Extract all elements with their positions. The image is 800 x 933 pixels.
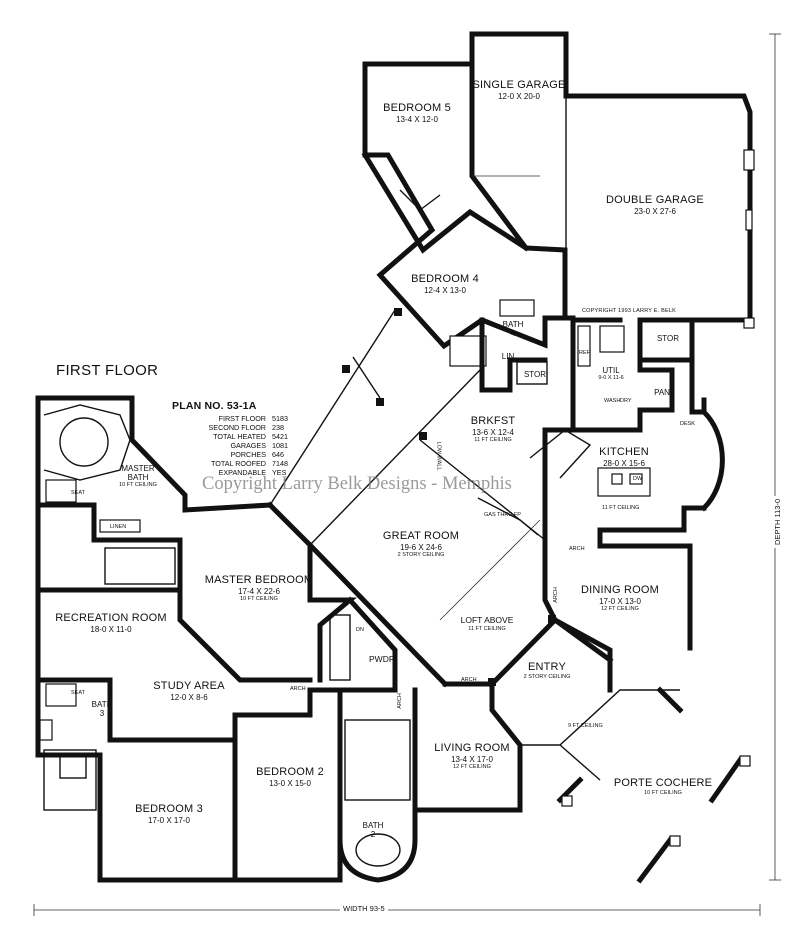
west-wing-walls [35, 587, 398, 883]
room-storage-1: STOR [523, 370, 547, 379]
stair-down-tag: DN [356, 627, 364, 633]
service-walls [529, 317, 725, 651]
room-linen-closet: LIN [501, 352, 515, 361]
refrigerator-tag: REF [579, 350, 590, 356]
arch-tag: ARCH [290, 686, 306, 692]
width-dimension: WIDTH 93-5 [340, 904, 388, 913]
fireplace-tag: GAS THRU FP [484, 512, 521, 518]
arch-tag: ARCH [396, 693, 403, 709]
arch-tag: ARCH [552, 587, 559, 603]
dishwasher-tag: DW [633, 476, 643, 482]
dimension-lines [33, 33, 781, 916]
linen-closet-label: LINEN [110, 524, 127, 530]
depth-dimension: DEPTH 113-0 [773, 495, 782, 548]
copyright-note: COPYRIGHT 1993 LARRY E. BELK [582, 308, 676, 314]
washer-tag: WASH [604, 398, 621, 404]
room-powder: PWDR [369, 654, 395, 664]
seat-tag: SEAT [71, 690, 85, 696]
low-wall-tag: LOW WALL [435, 441, 442, 471]
desk-tag: DESK [680, 421, 695, 427]
porte-cochere-columns [556, 686, 751, 884]
room-pantry: PAN [654, 388, 670, 397]
arch-tag: ARCH [569, 546, 585, 552]
master-suite-walls [35, 395, 398, 693]
dryer-tag: DRY [620, 398, 632, 404]
copyright-watermark: Copyright Larry Belk Designs - Memphis [202, 474, 512, 494]
arch-tag: ARCH [461, 677, 477, 683]
porch-ceiling-note: 9 FT CEILING [568, 723, 603, 729]
room-storage-2: STOR [656, 334, 680, 343]
plan-number: PLAN NO. 53-1A [172, 400, 257, 412]
floor-title: FIRST FLOOR [56, 362, 159, 379]
bedroom-wing-walls [361, 61, 568, 393]
south-wing-walls [232, 615, 680, 883]
kitchen-ceiling-note: 11 FT CEILING [602, 505, 640, 511]
seat-tag: SEAT [71, 490, 85, 496]
